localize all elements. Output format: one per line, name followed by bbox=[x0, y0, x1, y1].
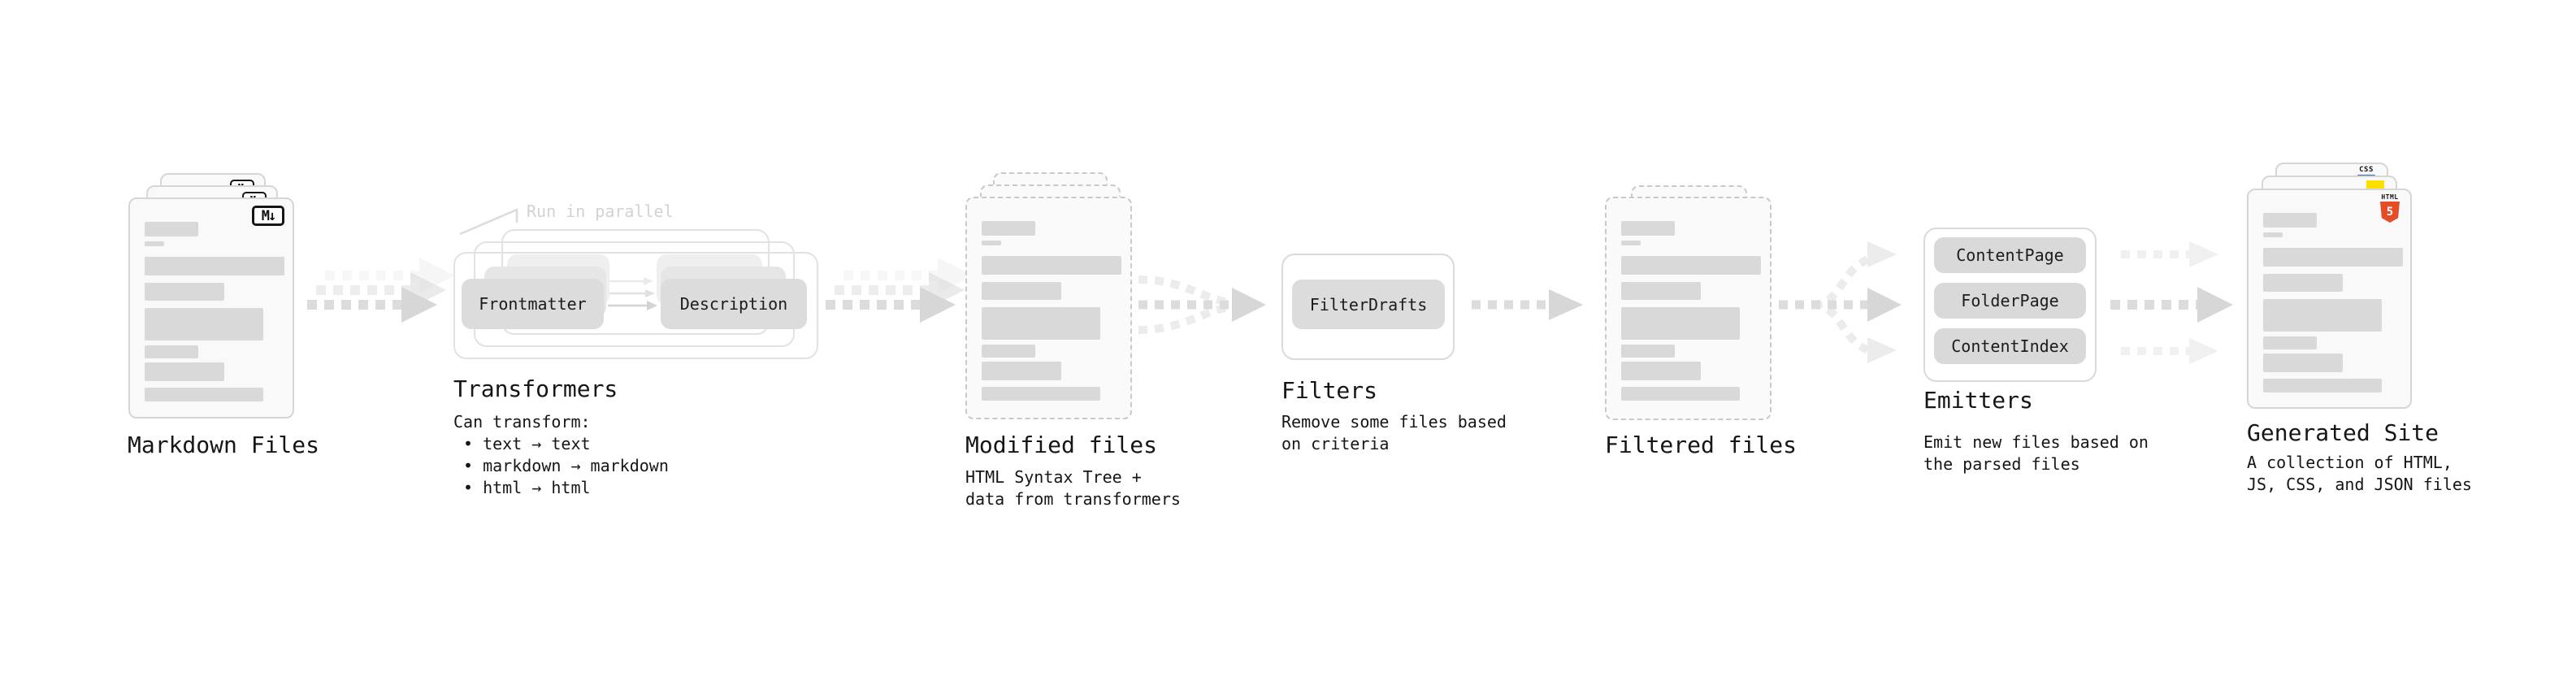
generated-site-subtitle: A collection of HTML, JS, CSS, and JSON … bbox=[2247, 453, 2472, 494]
text-line-placeholder bbox=[2263, 232, 2283, 237]
text-line-placeholder bbox=[2263, 274, 2343, 292]
filtered-files-label: Filtered files bbox=[1605, 432, 1798, 458]
transformers-description: Can transform: • text → text • markdown … bbox=[453, 411, 669, 499]
text-line-placeholder bbox=[145, 257, 284, 275]
text-line-placeholder bbox=[982, 221, 1035, 236]
file-card-front bbox=[1605, 197, 1772, 420]
arrow-markdown-to-transformers bbox=[307, 258, 455, 323]
text-line-placeholder bbox=[2263, 354, 2343, 372]
filters-label: Filters bbox=[1281, 377, 1378, 404]
emitters-label: Emitters bbox=[1923, 387, 2033, 414]
modified-files-label: Modified files bbox=[965, 432, 1158, 458]
text-line-placeholder bbox=[2263, 213, 2317, 228]
text-line-placeholder bbox=[982, 307, 1100, 340]
text-line-placeholder bbox=[1621, 387, 1740, 401]
arrow-transformers-to-modified bbox=[826, 258, 974, 323]
text-line-placeholder bbox=[982, 362, 1061, 380]
contentpage-emitter: ContentPage bbox=[1934, 237, 2086, 273]
text-line-placeholder bbox=[1621, 345, 1675, 358]
run-in-parallel-callout-line bbox=[459, 208, 518, 236]
contentindex-emitter: ContentIndex bbox=[1934, 328, 2086, 364]
text-line-placeholder bbox=[145, 308, 263, 340]
arrow-filtered-to-emitters bbox=[1779, 241, 1902, 363]
frontmatter-to-description-arrows bbox=[608, 277, 657, 310]
text-line-placeholder bbox=[2263, 299, 2382, 332]
can-transform-heading: Can transform: bbox=[453, 412, 591, 432]
text-line-placeholder bbox=[982, 256, 1121, 275]
frontmatter-step: Frontmatter bbox=[462, 279, 604, 329]
bullet-item: • markdown → markdown bbox=[463, 456, 669, 475]
text-line-placeholder bbox=[145, 222, 198, 236]
text-line-placeholder bbox=[1621, 282, 1701, 300]
text-line-placeholder bbox=[145, 362, 224, 381]
text-line-placeholder bbox=[1621, 221, 1675, 236]
text-line-placeholder bbox=[1621, 256, 1761, 275]
text-line-placeholder bbox=[982, 241, 1001, 245]
description-step: Description bbox=[661, 279, 807, 329]
text-line-placeholder bbox=[982, 345, 1035, 358]
text-line-placeholder bbox=[982, 387, 1100, 401]
arrow-modified-to-filters bbox=[1138, 275, 1266, 334]
text-line-placeholder bbox=[1621, 241, 1641, 245]
text-line-placeholder bbox=[2263, 248, 2403, 267]
html5-icon: HTML 5 bbox=[2379, 193, 2400, 223]
filterdrafts-step: FilterDrafts bbox=[1292, 280, 1445, 329]
folderpage-emitter: FolderPage bbox=[1934, 283, 2086, 319]
text-line-placeholder bbox=[982, 282, 1061, 300]
emitters-subtitle: Emit new files based on the parsed files bbox=[1923, 432, 2149, 474]
filters-subtitle: Remove some files based on criteria bbox=[1281, 412, 1507, 453]
markdown-icon: M↓ bbox=[252, 206, 284, 226]
file-card-front bbox=[965, 197, 1132, 419]
text-line-placeholder bbox=[1621, 362, 1701, 380]
transformers-label: Transformers bbox=[453, 375, 618, 402]
arrow-emitters-to-generated bbox=[2110, 241, 2233, 364]
run-in-parallel-label: Run in parallel bbox=[527, 202, 674, 221]
markdown-files-label: Markdown Files bbox=[128, 432, 320, 458]
file-card-front: M↓ bbox=[128, 197, 294, 419]
modified-files-subtitle: HTML Syntax Tree + data from transformer… bbox=[965, 467, 1181, 509]
text-line-placeholder bbox=[145, 388, 263, 401]
transformer-layer-box-front bbox=[453, 252, 818, 359]
text-line-placeholder bbox=[2263, 379, 2382, 393]
text-line-placeholder bbox=[145, 283, 224, 301]
text-line-placeholder bbox=[145, 345, 198, 358]
bullet-item: • text → text bbox=[463, 434, 591, 453]
text-line-placeholder bbox=[1621, 307, 1740, 340]
file-card-front: HTML 5 bbox=[2247, 189, 2412, 409]
text-line-placeholder bbox=[145, 241, 164, 246]
arrow-filters-to-filtered bbox=[1472, 289, 1583, 320]
generated-site-label: Generated Site bbox=[2247, 419, 2439, 446]
text-line-placeholder bbox=[2263, 336, 2317, 349]
bullet-item: • html → html bbox=[463, 478, 591, 497]
